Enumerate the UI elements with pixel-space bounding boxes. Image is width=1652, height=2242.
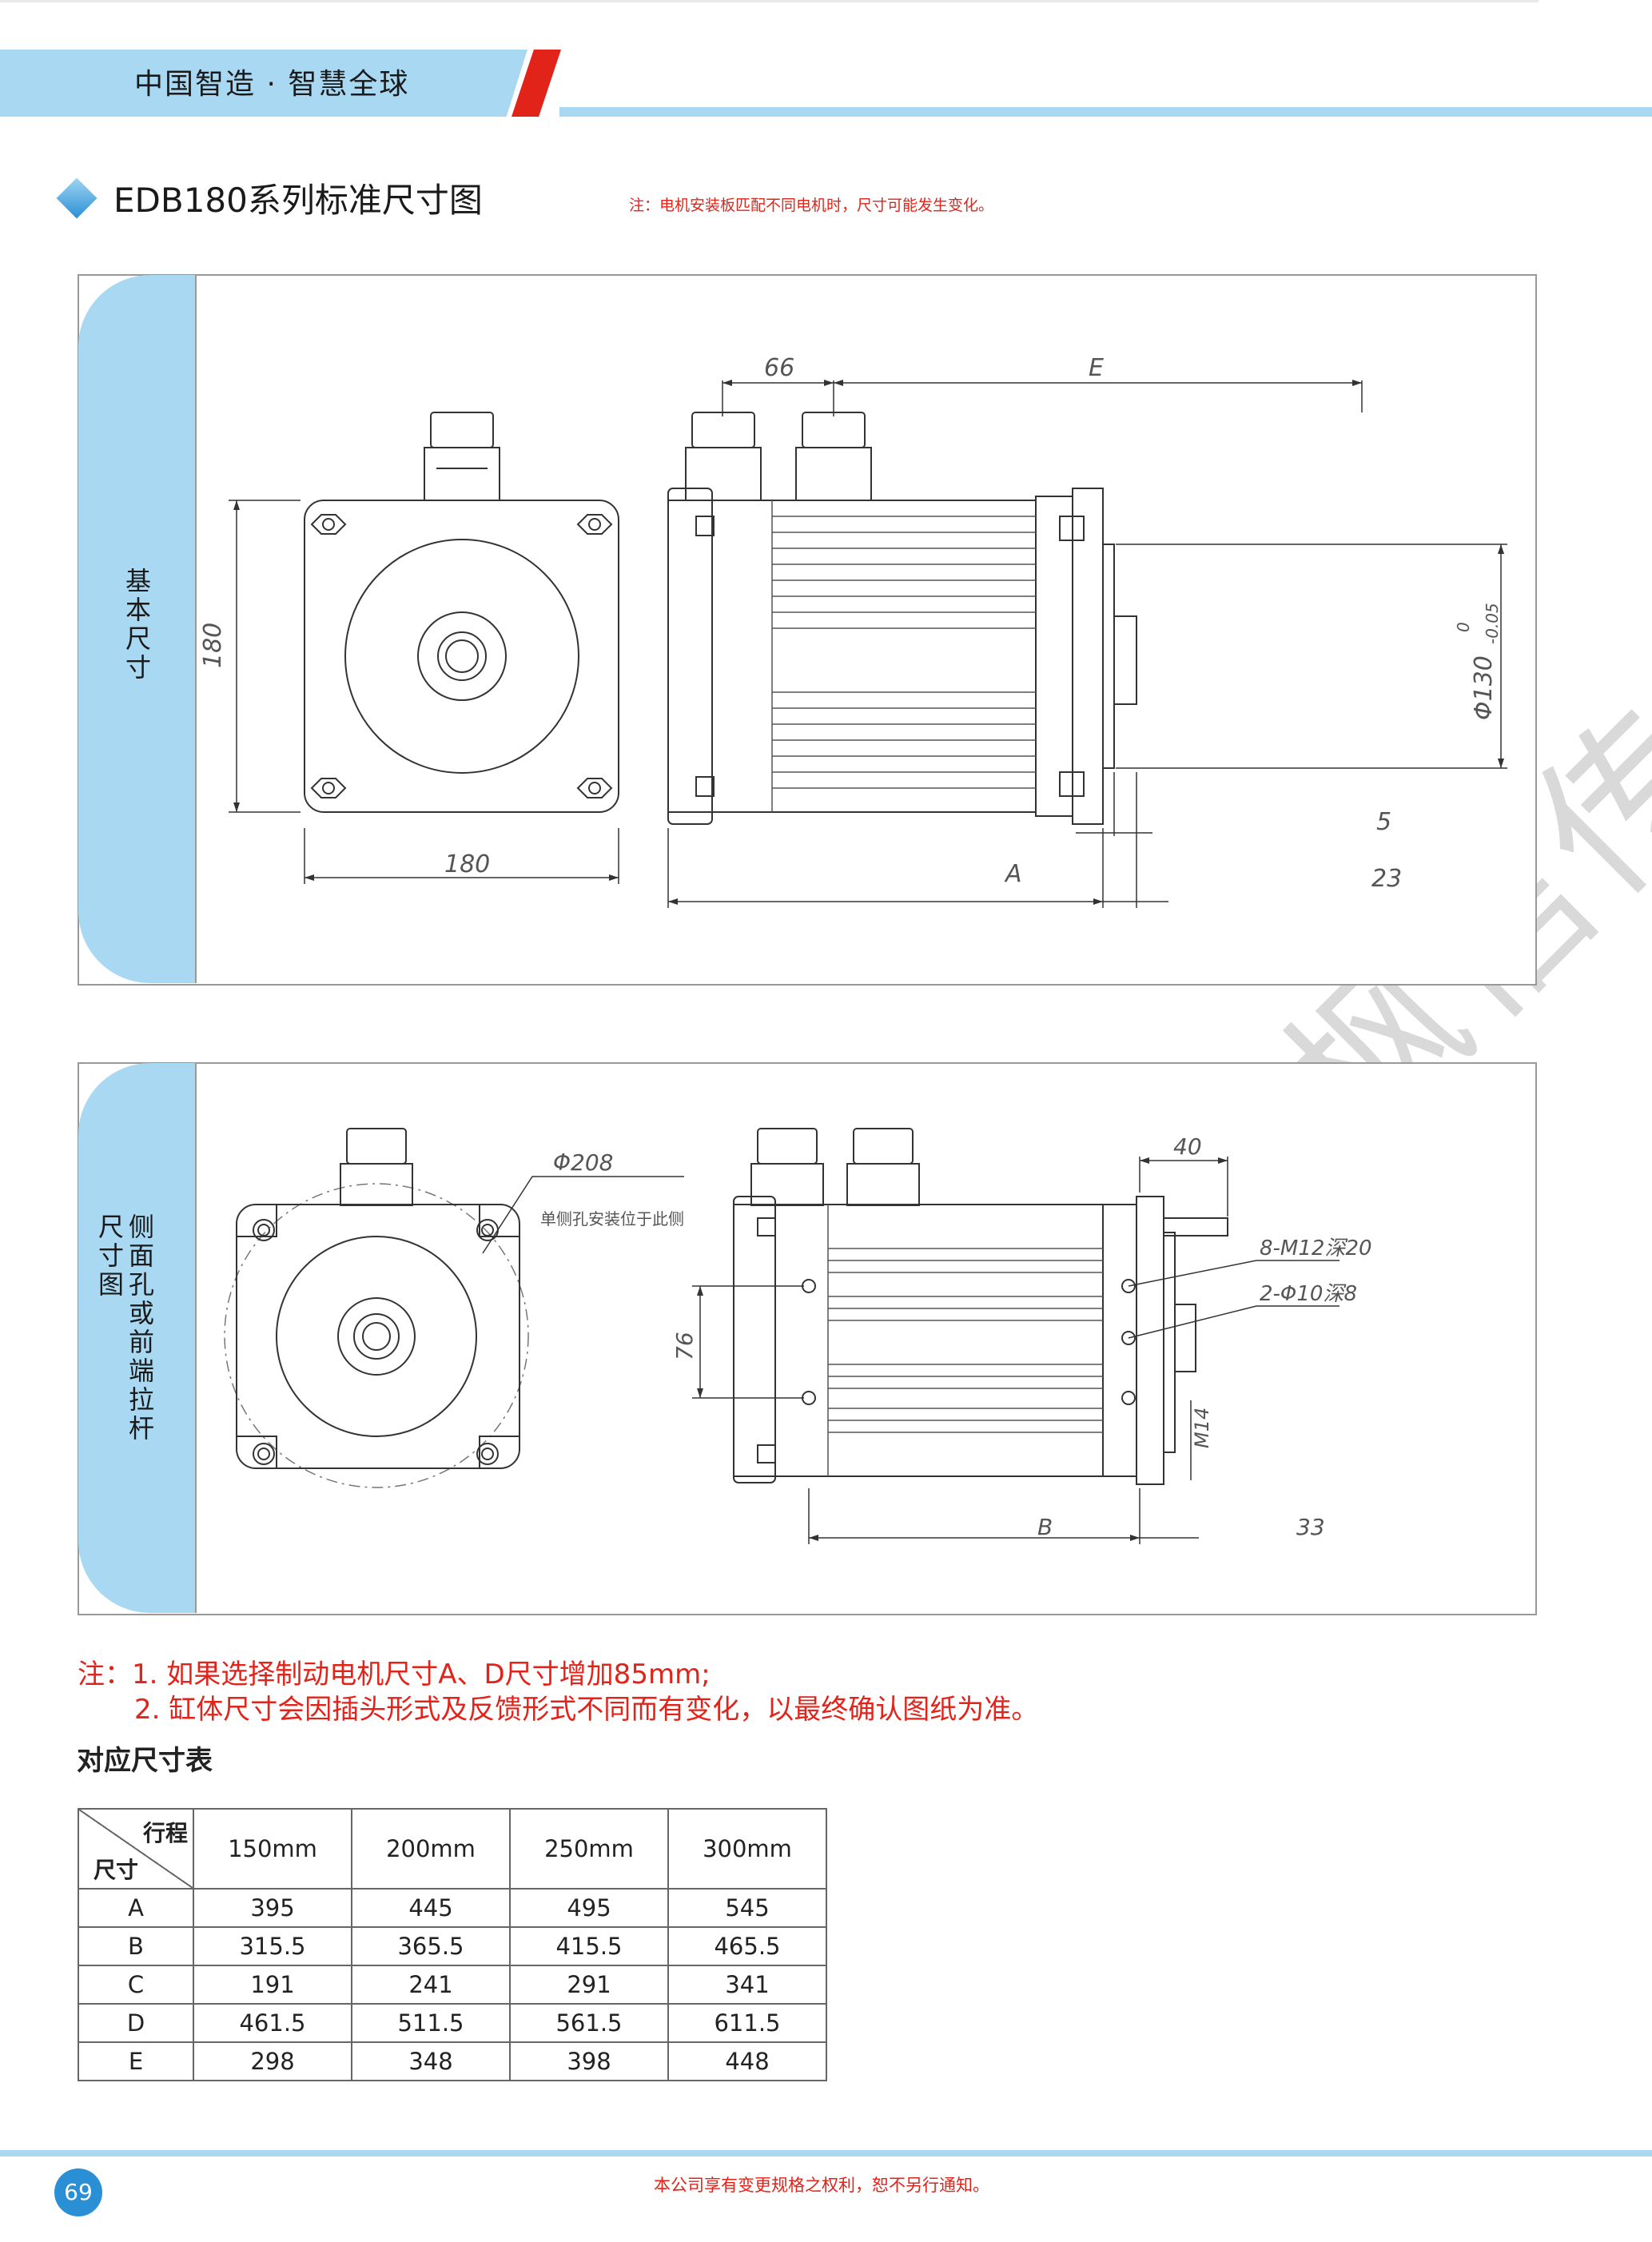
row-label: A <box>78 1888 194 1928</box>
diamond-bullet-icon <box>56 177 98 219</box>
panel-side-label: 侧面孔或前端拉杆尺寸图 <box>94 1213 155 1444</box>
col-header: 250mm <box>509 1808 669 1890</box>
table-cell: 365.5 <box>351 1926 511 1966</box>
dim-23: 23 <box>1371 865 1402 893</box>
front-boss <box>344 539 579 774</box>
motor-body-side <box>733 1204 1104 1477</box>
front-flange <box>304 500 619 813</box>
top-hairline <box>0 0 1539 2</box>
col-header: 300mm <box>667 1808 827 1890</box>
bolt-hex <box>310 778 347 798</box>
note-line-2: 2. 缸体尺寸会因插头形式及反馈形式不同而有变化，以最终确认图纸为准。 <box>134 1694 1039 1726</box>
drawing-side: Φ208 单侧孔安装位于此侧 40 8-M12深20 2-Φ10深8 76 M1… <box>224 1128 1372 1544</box>
table-cell: 465.5 <box>667 1926 827 1966</box>
table-header-row: 行程 尺寸 150mm 200mm 250mm 300mm <box>78 1808 827 1890</box>
holes-8-m12: 8-M12深20 <box>1260 1236 1372 1260</box>
table-cell: 611.5 <box>667 2003 827 2043</box>
corner-size-label: 尺寸 <box>94 1857 139 1883</box>
row-label: C <box>78 1965 194 2005</box>
dimension-table: 行程 尺寸 150mm 200mm 250mm 300mm A 395 445 … <box>78 1808 827 2081</box>
tol-lower: -0.05 <box>1483 603 1502 644</box>
table-row: A 395 445 495 545 <box>78 1888 827 1928</box>
table-cell: 461.5 <box>193 2003 352 2043</box>
dim-a: A <box>1004 860 1022 888</box>
table-row: C 191 241 291 341 <box>78 1965 827 2005</box>
panel-side-holes <box>78 1062 1537 1615</box>
connector <box>430 412 494 448</box>
dim-phi130: Φ130 <box>1470 655 1498 720</box>
row-label: E <box>78 2041 194 2081</box>
table-cell: 398 <box>509 2041 669 2081</box>
table-corner-cell: 行程 尺寸 <box>78 1808 194 1890</box>
motor-body <box>667 500 1037 813</box>
table-cell: 241 <box>351 1965 511 2005</box>
table-cell: 191 <box>193 1965 352 2005</box>
bolt-hex <box>310 514 347 535</box>
table-cell: 395 <box>193 1888 352 1928</box>
table-title: 对应尺寸表 <box>77 1745 213 1777</box>
table-cell: 511.5 <box>351 2003 511 2043</box>
panel-basic-label-bar <box>78 275 197 983</box>
section-title: EDB180系列标准尺寸图 <box>113 181 483 220</box>
table-row: E 298 348 398 448 <box>78 2041 827 2081</box>
table-cell: 415.5 <box>509 1926 669 1966</box>
table-cell: 291 <box>509 1965 669 2005</box>
page-number: 69 <box>54 2168 102 2216</box>
table-row: D 461.5 511.5 561.5 611.5 <box>78 2003 827 2043</box>
bolt-hex <box>576 778 613 798</box>
panel-basic-label: 基本尺寸 <box>121 567 152 683</box>
section-note: 注：电机安装板匹配不同电机时，尺寸可能发生变化。 <box>629 197 994 214</box>
table-cell: 315.5 <box>193 1926 352 1966</box>
header-slogan: 中国智造 · 智慧全球 <box>134 68 410 101</box>
table-cell: 495 <box>509 1888 669 1928</box>
dim-66: 66 <box>764 354 794 382</box>
dim-e: E <box>1089 354 1104 382</box>
dim-76: 76 <box>671 1332 698 1360</box>
dim-180-vertical: 180 <box>199 623 227 668</box>
dim-33: 33 <box>1296 1514 1325 1540</box>
col-header: 150mm <box>193 1808 352 1890</box>
dim-m14: M14 <box>1191 1408 1213 1448</box>
table-cell: 348 <box>351 2041 511 2081</box>
panel-side-label-bar <box>78 1063 197 1613</box>
table-cell: 545 <box>667 1888 827 1928</box>
table-cell: 561.5 <box>509 2003 669 2043</box>
corner-stroke-label: 行程 <box>142 1820 188 1846</box>
panel-side-label-wrap: 侧面孔或前端拉杆尺寸图 <box>94 1213 190 1469</box>
dim-phi208: Φ208 <box>553 1149 613 1176</box>
dim-b: B <box>1037 1514 1053 1540</box>
col-header: 200mm <box>351 1808 511 1890</box>
footer-rule <box>0 2150 1652 2156</box>
header-band <box>0 50 527 117</box>
row-label: B <box>78 1926 194 1966</box>
note-single-side-hole: 单侧孔安装位于此侧 <box>540 1209 684 1229</box>
panel-basic-dimensions <box>78 274 1537 986</box>
dim-5: 5 <box>1376 808 1391 836</box>
table-cell: 445 <box>351 1888 511 1928</box>
bolt-hex <box>576 514 613 535</box>
drawing-basic: 66 E 180 180 Φ130 0 -0.05 5 A 23 <box>199 354 1507 908</box>
table-cell: 341 <box>667 1965 827 2005</box>
bolt-circle <box>224 1183 529 1488</box>
note-line-1: 注：1. 如果选择制动电机尺寸A、D尺寸增加85mm; <box>78 1659 711 1690</box>
footer-disclaimer: 本公司享有变更规格之权利，恕不另行通知。 <box>654 2176 989 2195</box>
tol-upper: 0 <box>1454 622 1473 632</box>
table-row: B 315.5 365.5 415.5 465.5 <box>78 1926 827 1966</box>
holes-2-phi10: 2-Φ10深8 <box>1260 1282 1357 1306</box>
row-label: D <box>78 2003 194 2043</box>
table-cell: 298 <box>193 2041 352 2081</box>
table-cell: 448 <box>667 2041 827 2081</box>
dim-180-horizontal: 180 <box>444 850 490 878</box>
dim-40: 40 <box>1173 1133 1202 1160</box>
header-rule <box>559 107 1652 117</box>
